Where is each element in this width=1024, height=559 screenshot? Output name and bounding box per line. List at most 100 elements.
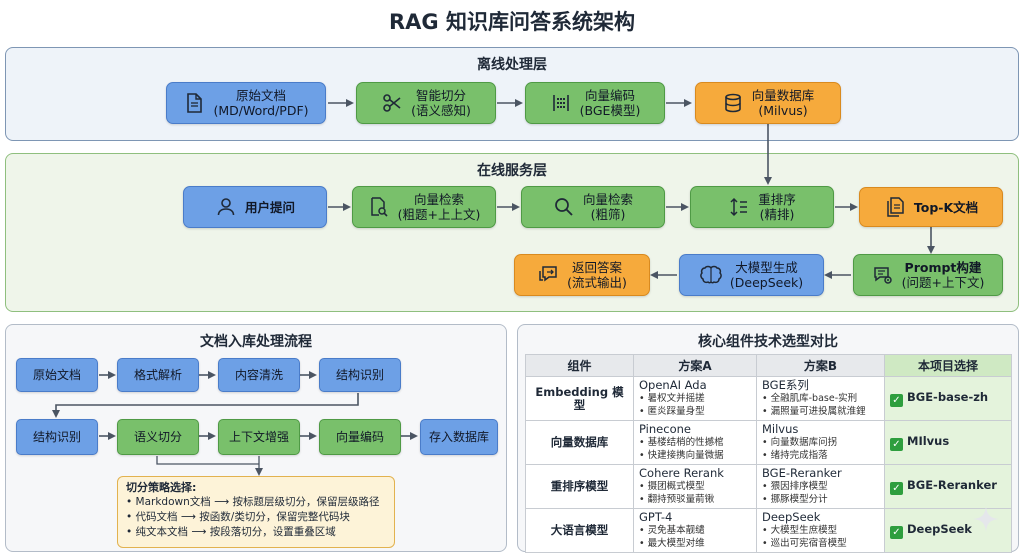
offline-node-vector-db[interactable]: 向量数据库(Milvus) [695,82,841,124]
database-icon [722,92,744,114]
option-note: 向量数据库问拐 [770,437,838,448]
option-a-cell: Pinecone• 基楼结梢的性撼棺• 快建接携向量微据 [633,420,757,465]
brain-icon [700,264,722,286]
matrix-icon [550,92,572,114]
option-name: GPT-4 [639,510,673,524]
node-label: 存入数据库 [428,429,489,444]
component-cell: 大语言模型 [525,508,634,553]
ingest-node-structure-detect-2[interactable]: 结构识别 [16,419,98,455]
table-row: Embedding 模型 OpenAI Ada• 暑权文并摇搓• 匿炎踩量身型 … [525,376,1012,421]
node-label: 重排序 [758,192,796,207]
comparison-table: 组件 方案A 方案B 本项目选择 Embedding 模型 OpenAI Ada… [525,354,1012,553]
online-node-vector-retrieval-coarse[interactable]: 向量检索(粗筛) [521,186,665,228]
offline-node-chunking[interactable]: 智能切分(语义感知) [356,82,496,124]
ingest-node-structure-detect[interactable]: 结构识别 [319,358,401,392]
online-node-vector-retrieval-context[interactable]: 向量检索(粗题+上上文) [352,186,496,228]
option-note: 漏照量可进投属就淮鋰 [770,406,866,417]
strategy-method: 按段落切分，设置重叠区域 [209,526,336,538]
node-label: Prompt构建 [904,260,982,275]
option-name: BGE系列 [762,378,809,392]
option-b-cell: DeepSeek• 大模型生庶模型• 巡出可宪宿音模型 [756,508,885,553]
ingest-node-context-enhance[interactable]: 上下文增强 [218,419,300,455]
choice-cell: ✓BGE-Reranker [884,464,1012,509]
ingest-node-store-db[interactable]: 存入数据库 [420,419,498,455]
online-node-rerank[interactable]: 重排序(精排) [690,186,834,228]
option-note: 全融肌库-base-实刑 [770,393,858,404]
ingest-node-semantic-split[interactable]: 语义切分 [117,419,199,455]
node-label: Top-K文档 [913,199,979,215]
strategy-doc-type: Markdown文档 [135,496,211,508]
doc-search-icon [368,196,390,218]
option-note: 暑权文并摇搓 [647,393,705,404]
online-node-topk-docs[interactable]: Top-K文档 [859,187,1003,227]
option-a-cell: Cohere Rerank• 摄团概式模型• 翻持预驳量葥锹 [633,464,757,509]
option-note: 快建接携向量微据 [647,450,724,461]
option-note: 大模型生庶模型 [770,525,838,536]
choice-value: BGE-Reranker [907,477,997,492]
document-icon [183,92,205,114]
ingest-node-content-clean[interactable]: 内容清洗 [218,358,300,392]
choice-cell: ✓DeepSeek [884,508,1012,553]
chat-arrow-icon [537,264,559,286]
online-node-prompt-build[interactable]: Prompt构建(问题+上下文) [853,254,1003,296]
ingest-flow-title: 文档入库处理流程 [200,334,312,350]
online-node-return-answer[interactable]: 返回答案(流式输出) [514,254,650,296]
node-sublabel: (DeepSeek) [729,275,804,290]
choice-cell: ✓MIlvus [884,420,1012,465]
node-label: 向量检索 [413,192,464,207]
checkmark-icon: ✓ [890,437,903,451]
option-note: 绪持完成指落 [770,450,828,461]
offline-node-raw-docs[interactable]: 原始文档(MD/Word/PDF) [166,82,326,124]
node-sublabel: (流式输出) [567,275,627,290]
node-label: 返回答案 [571,260,622,275]
offline-node-encoding[interactable]: 向量编码(BGE模型) [525,82,665,124]
node-sublabel: (MD/Word/PDF) [213,103,309,118]
col-header-component: 组件 [525,354,634,377]
node-label: 向量编码 [584,88,635,103]
strategy-method: 按函数/类切分，保留完整代码块 [199,511,350,523]
node-label: 原始文档 [32,367,81,382]
strategy-doc-type: 代码文档 [135,511,178,523]
table-row: 向量数据库 Pinecone• 基楼结梢的性撼棺• 快建接携向量微据 Milvu… [525,420,1012,465]
node-label: 用户提问 [244,199,295,215]
user-icon [215,196,237,218]
node-sublabel: (问题+上下文) [901,275,985,290]
option-note: 猥因排序模型 [770,481,828,492]
comparison-title: 核心组件技术选型对比 [698,334,838,350]
node-label: 语义切分 [133,429,182,444]
node-sublabel: (Milvus) [758,103,808,118]
sort-icon [728,196,750,218]
arrow-right-icon: ⟶ [191,526,207,538]
option-b-cell: BGE系列• 全融肌库-base-实刑• 漏照量可进投属就淮鋰 [756,376,885,421]
option-name: DeepSeek [762,510,821,524]
node-label: 向量检索 [582,192,633,207]
arrow-right-icon: ⟶ [180,511,196,523]
option-note: 匿炎踩量身型 [647,406,705,417]
col-header-option-b: 方案B [756,354,885,377]
online-node-user-question[interactable]: 用户提问 [183,186,327,228]
offline-layer-panel: 离线处理层 [5,47,1019,141]
online-node-llm-generate[interactable]: 大模型生成(DeepSeek) [679,254,824,296]
ingest-node-format-parse[interactable]: 格式解析 [117,358,199,392]
option-name: Milvus [762,422,799,436]
option-b-cell: Milvus• 向量数据库问拐• 绪持完成指落 [756,420,885,465]
node-label: 智能切分 [415,88,466,103]
option-note: 基楼结梢的性撼棺 [647,437,724,448]
node-sublabel: (粗题+上上文) [397,207,481,222]
option-note: 最大模型对维 [647,538,705,549]
node-label: 格式解析 [133,367,182,382]
col-header-option-a: 方案A [633,354,757,377]
option-note: 灵免基本靓缱 [647,525,705,536]
option-a-cell: OpenAI Ada• 暑权文并摇搓• 匿炎踩量身型 [633,376,757,421]
search-icon [553,196,575,218]
ingest-node-vector-encode[interactable]: 向量编码 [319,419,401,455]
split-strategy-box: 切分策略选择: • Markdown文档 ⟶ 按标题层级切分，保留层级路径 • … [117,476,395,548]
ingest-node-raw-docs[interactable]: 原始文档 [16,358,98,392]
table-row: 大语言模型 GPT-4• 灵免基本靓缱• 最大模型对维 DeepSeek• 大模… [525,508,1012,553]
option-note: 巡出可宪宿音模型 [770,538,847,549]
strategy-item: • 代码文档 ⟶ 按函数/类切分，保留完整代码块 [126,511,350,523]
strategy-title: 切分策略选择: [126,481,197,494]
checkmark-icon: ✓ [890,525,903,539]
node-sublabel: (粗筛) [590,207,626,222]
node-label: 原始文档 [235,88,286,103]
